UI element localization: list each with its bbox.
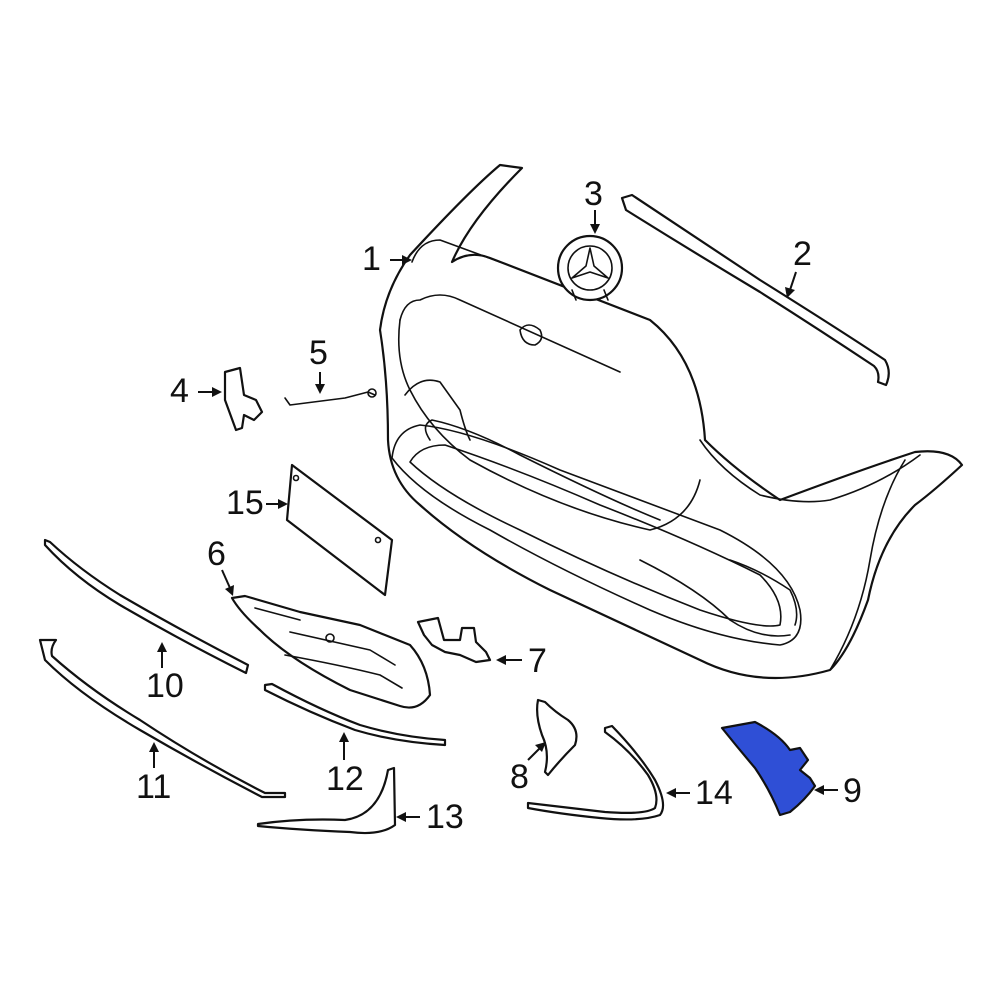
callout-6: 6 xyxy=(207,535,226,573)
part-12-chrome-strip[interactable] xyxy=(263,682,447,747)
callout-14: 14 xyxy=(695,774,733,812)
callout-13: 13 xyxy=(426,798,464,836)
callout-1: 1 xyxy=(362,240,381,278)
callout-2: 2 xyxy=(793,235,812,273)
callout-15: 15 xyxy=(226,484,264,522)
callout-3: 3 xyxy=(584,175,603,213)
part-15-license-bracket[interactable] xyxy=(285,463,394,597)
part-6-grille-insert[interactable] xyxy=(230,594,432,709)
leader-lines xyxy=(149,210,838,822)
callout-8: 8 xyxy=(510,758,529,796)
callout-10: 10 xyxy=(146,667,184,705)
callout-5: 5 xyxy=(309,334,328,372)
part-7-mount-bracket[interactable] xyxy=(416,616,492,664)
part-4-bracket[interactable] xyxy=(223,366,264,432)
part-13-corner-trim[interactable] xyxy=(256,766,397,835)
part-1-bumper-cover[interactable] xyxy=(378,163,964,680)
callout-4: 4 xyxy=(170,372,189,410)
part-5-sensor-wire[interactable] xyxy=(284,388,377,406)
part-9-side-grille[interactable] xyxy=(720,720,817,817)
part-11-lower-trim[interactable] xyxy=(38,638,287,799)
callout-7: 7 xyxy=(528,642,547,680)
callout-12: 12 xyxy=(326,760,364,798)
part-14-curved-trim[interactable] xyxy=(526,724,665,821)
callout-11: 11 xyxy=(136,768,171,806)
callout-9: 9 xyxy=(843,772,862,810)
part-8-side-trim[interactable] xyxy=(536,698,578,777)
part-3-emblem[interactable] xyxy=(556,234,624,302)
part-10-trim-strip[interactable] xyxy=(43,538,250,675)
part-2-upper-molding[interactable] xyxy=(620,193,890,387)
callout-labels: 1 2 3 4 5 6 7 8 9 10 11 12 13 14 15 xyxy=(136,175,862,836)
